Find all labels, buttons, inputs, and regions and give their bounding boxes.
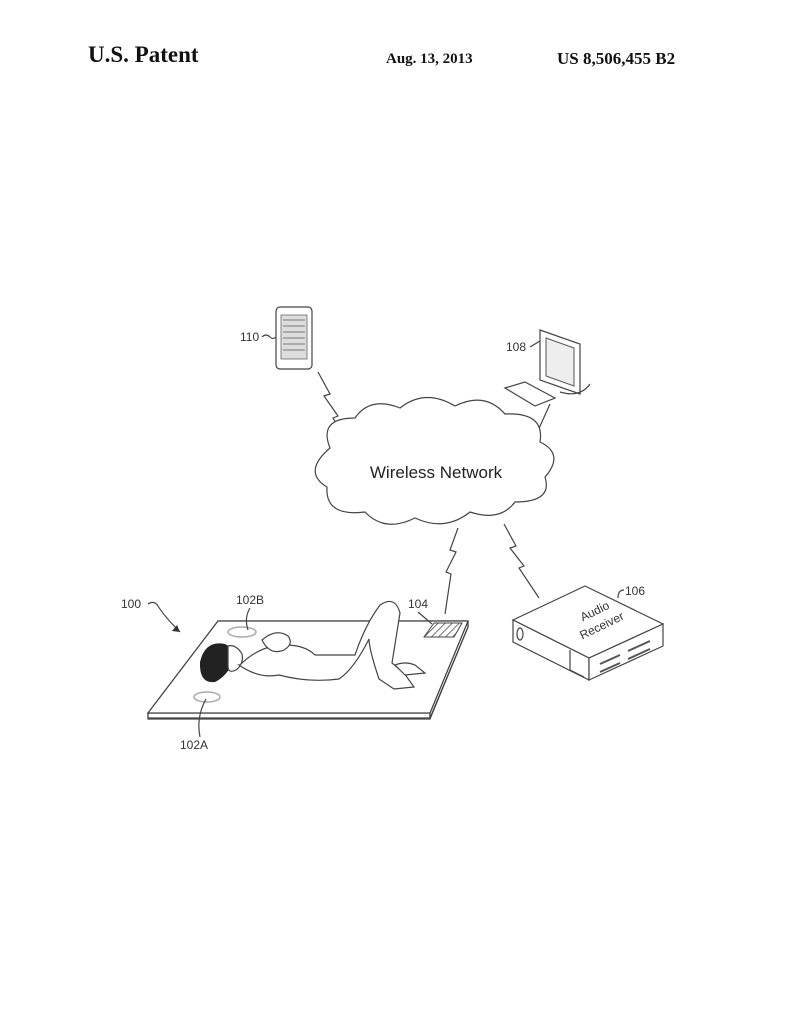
patent-number: US 8,506,455 B2 bbox=[557, 49, 676, 68]
ref-108: 108 bbox=[506, 340, 526, 354]
wireless-signal-icon bbox=[503, 523, 540, 599]
audio-receiver: Audio Receiver bbox=[511, 585, 665, 681]
sensor-102b-icon bbox=[227, 626, 257, 638]
transmitter-104 bbox=[423, 622, 463, 638]
person-figure bbox=[199, 600, 427, 690]
ref-104: 104 bbox=[408, 597, 428, 611]
ref-102a: 102A bbox=[180, 738, 208, 752]
patent-date: Aug. 13, 2013 bbox=[386, 51, 473, 67]
ref-110: 110 bbox=[240, 330, 259, 344]
patent-header-title: U.S. Patent bbox=[88, 42, 199, 67]
wireless-network-cloud bbox=[314, 396, 555, 525]
computer-icon bbox=[503, 329, 591, 445]
ref-106: 106 bbox=[625, 584, 645, 598]
wireless-signal-icon bbox=[444, 527, 459, 615]
mobile-phone-icon bbox=[275, 306, 313, 370]
sensor-102a-icon bbox=[193, 691, 221, 703]
cloud-label: Wireless Network bbox=[370, 463, 503, 482]
ref-100: 100 bbox=[121, 597, 141, 611]
ref-102b: 102B bbox=[236, 593, 264, 607]
